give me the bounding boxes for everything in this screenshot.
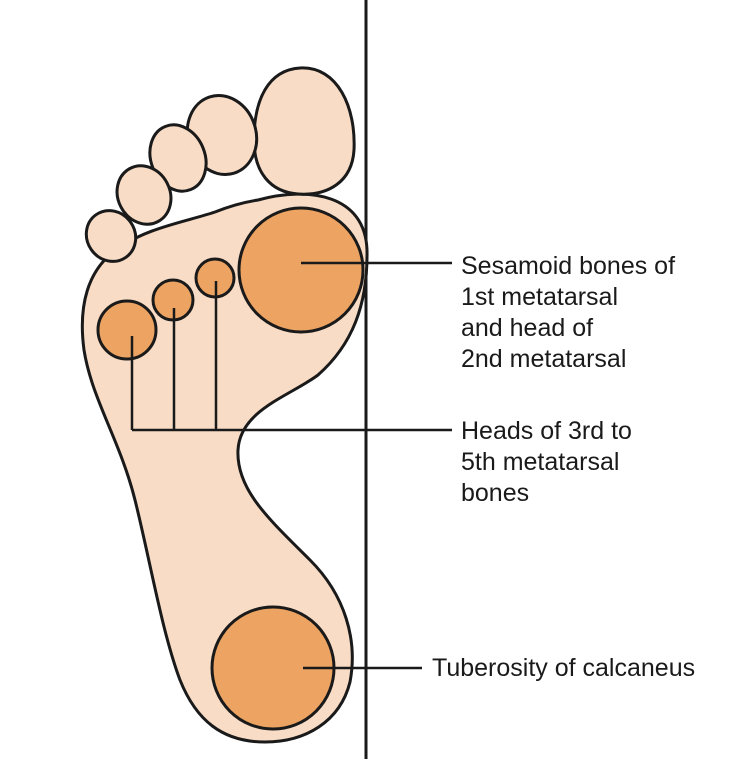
- big-toe: [254, 68, 354, 194]
- label-heads-line-1: Heads of 3rd to: [461, 416, 632, 447]
- label-tuberosity-line-1: Tuberosity of calcaneus: [432, 653, 695, 684]
- label-sesamoid-bones: Sesamoid bones of 1st metatarsal and hea…: [461, 251, 675, 375]
- fifth-metatarsal-head: [98, 301, 156, 359]
- sesamoid-pressure-area: [239, 208, 363, 332]
- label-heads-line-3: bones: [461, 478, 632, 509]
- label-sesamoid-line-3: and head of: [461, 313, 675, 344]
- label-sesamoid-line-4: 2nd metatarsal: [461, 344, 675, 375]
- label-metatarsal-heads: Heads of 3rd to 5th metatarsal bones: [461, 416, 632, 509]
- label-sesamoid-line-2: 1st metatarsal: [461, 282, 675, 313]
- label-tuberosity: Tuberosity of calcaneus: [432, 653, 695, 684]
- label-sesamoid-line-1: Sesamoid bones of: [461, 251, 675, 282]
- label-heads-line-2: 5th metatarsal: [461, 447, 632, 478]
